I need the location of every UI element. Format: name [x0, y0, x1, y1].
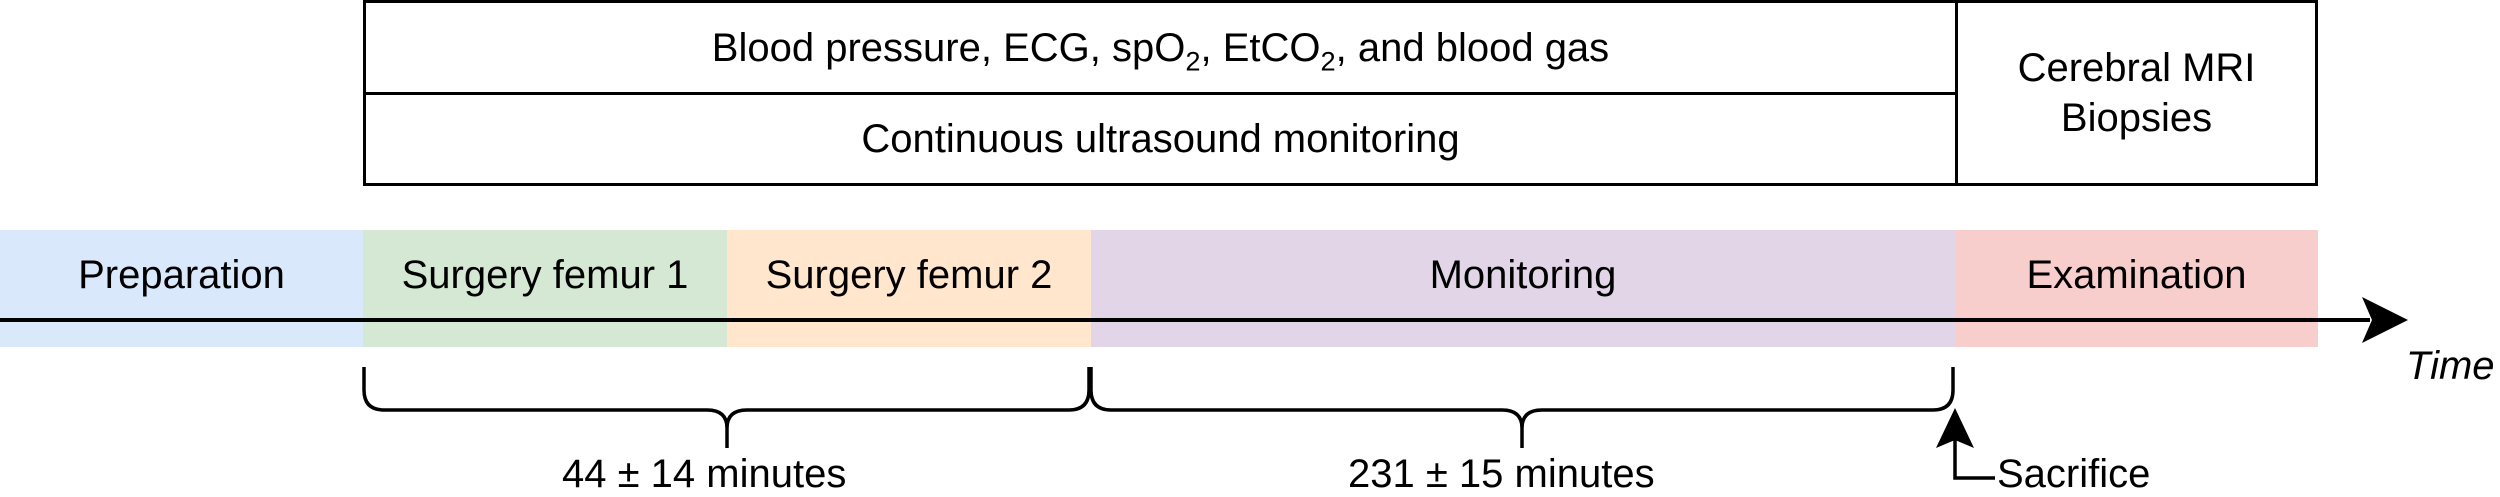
- examination-methods-box: [1955, 0, 2318, 186]
- sacrifice-arrowhead: [1936, 408, 1974, 448]
- phase-examination: Examination: [1955, 230, 2318, 347]
- surgery-duration-label: 44 ± 14 minutes: [562, 452, 847, 496]
- mri-label: Cerebral MRI: [2017, 46, 2256, 90]
- surgery-duration-brace: [362, 367, 1091, 448]
- vitals-text: Blood pressure, ECG, spO2, EtCO2, and bl…: [711, 25, 1610, 77]
- ultrasound-label: Continuous ultrasound monitoring: [861, 117, 1460, 161]
- sacrifice-label: Sacrifice: [1997, 452, 2151, 496]
- time-axis-label: Time: [2406, 344, 2495, 388]
- time-axis-arrowhead: [2362, 297, 2408, 343]
- examination-methods-label: Cerebral MRI Biopsies: [1955, 0, 2318, 186]
- phase-surgery-femur-1: Surgery femur 1: [363, 230, 727, 347]
- phase-surgery-femur-2: Surgery femur 2: [727, 230, 1091, 347]
- vitals-label: Blood pressure, ECG, spO2, EtCO2, and bl…: [363, 0, 1958, 95]
- phase-preparation: Preparation: [0, 230, 363, 347]
- monitoring-duration-label: 231 ± 15 minutes: [1348, 452, 1655, 496]
- monitoring-duration-brace: [1089, 367, 1955, 448]
- biopsies-label: Biopsies: [2060, 96, 2213, 140]
- sacrifice-arrow: [1953, 440, 1995, 480]
- phase-monitoring: Monitoring: [1091, 230, 1955, 347]
